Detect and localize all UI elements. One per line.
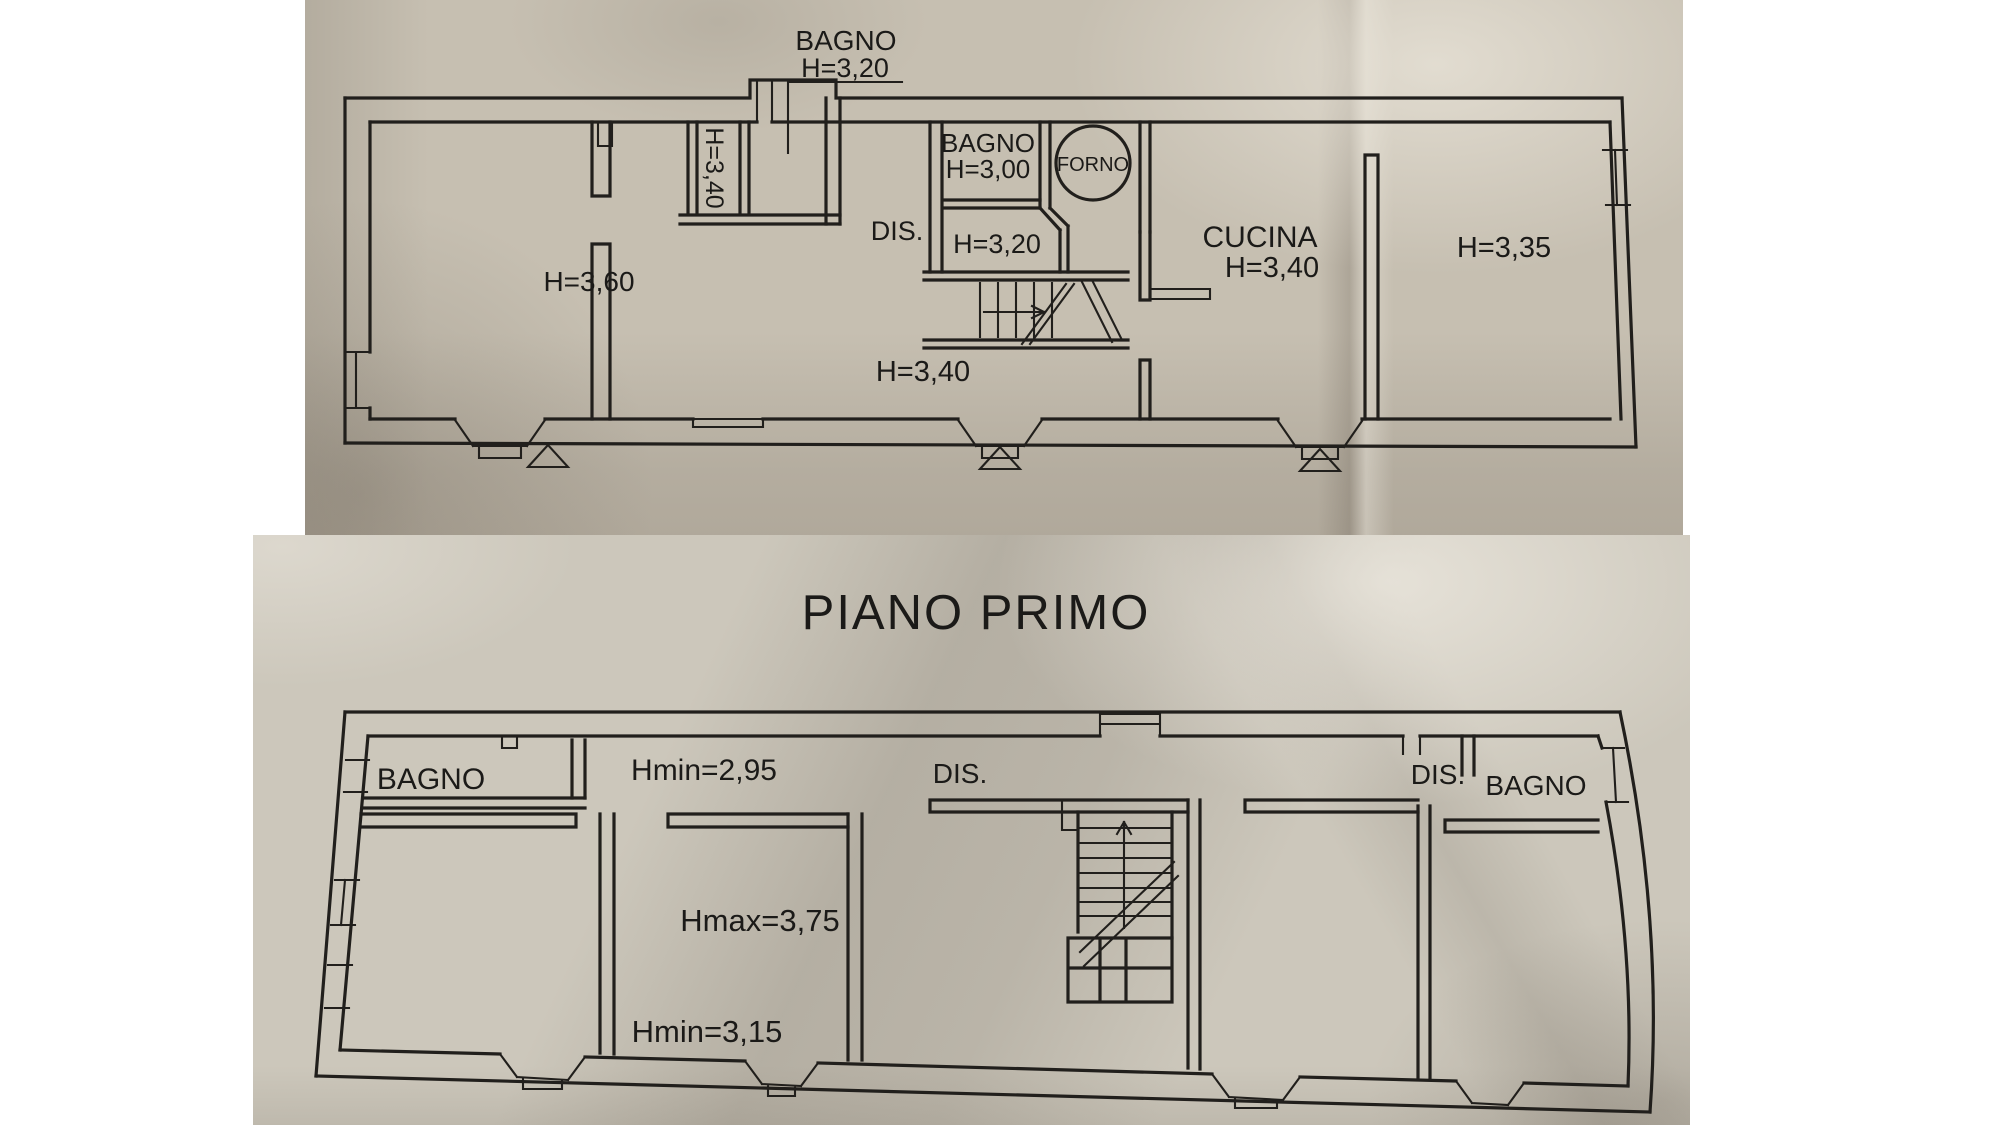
- right-window: [1601, 148, 1632, 207]
- label-right-room-height: H=3,35: [1457, 232, 1551, 264]
- label-room1-height: H=3,60: [543, 266, 634, 297]
- room1-right-wall: [590, 120, 612, 421]
- window-glazing: [691, 417, 765, 429]
- label-dis-2: DIS.: [1411, 759, 1465, 790]
- room3-top-wall: [1243, 798, 1420, 814]
- north-triangle-marker: [1297, 447, 1343, 473]
- left-room-top-wall: [359, 812, 578, 829]
- top-window: [1098, 712, 1162, 738]
- stair-treads: [978, 281, 1054, 339]
- bottom-windows: [453, 417, 1364, 473]
- room3-right-wall: [1416, 804, 1432, 1081]
- ground-floor-drawing: BAGNO H=3,20 H=3,40 H=3,60 DIS. BAGNO H=…: [343, 25, 1638, 473]
- interior-partitions: [590, 78, 1380, 421]
- label-cucina-height: H=3,40: [1225, 252, 1319, 284]
- wall-right: [1595, 710, 1655, 1114]
- north-triangle-marker: [977, 445, 1023, 471]
- bagno-left-door-jambs: [500, 736, 519, 750]
- bagno-left-bottom-wall: [361, 796, 587, 810]
- label-dis-1: DIS.: [933, 758, 987, 789]
- stair-direction-arrow: [1115, 820, 1133, 930]
- label-forno: FORNO: [1057, 154, 1129, 176]
- wall-left: [343, 96, 372, 445]
- wall-bottom-outer: [314, 1074, 1652, 1114]
- wall-left: [314, 710, 370, 1078]
- door-jamb: [596, 120, 614, 148]
- label-bagno-small: BAGNO: [941, 128, 1035, 158]
- window-trapezoid: [498, 1052, 587, 1091]
- cucina-door-leaf: [1150, 287, 1212, 301]
- stair-lower-flight: [1066, 936, 1174, 1004]
- dis2-divider-wall: [1460, 734, 1476, 777]
- label-corridor-hmin: Hmin=2,95: [631, 754, 777, 787]
- forno-room-walls: [1037, 120, 1152, 274]
- window-trapezoid: [1276, 419, 1364, 461]
- stair-stub: [1060, 798, 1080, 832]
- piano-primo-drawing: PIANO PRIMO: [314, 586, 1655, 1114]
- bathroom-door-jambs: [755, 78, 774, 124]
- stair-direction-arrow: [982, 304, 1046, 320]
- middle-room-top-wall: [666, 812, 850, 829]
- stair-cut-line: [1020, 282, 1076, 346]
- stair-hall-top-wall: [928, 798, 1190, 814]
- plan-title: PIANO PRIMO: [802, 586, 1151, 640]
- north-triangle-marker: [525, 443, 571, 469]
- middle-room-right-wall: [846, 812, 864, 1062]
- closet-walls: [678, 120, 842, 226]
- window-trapezoid: [1210, 1072, 1302, 1110]
- photo-ground-floor: BAGNO H=3,20 H=3,40 H=3,60 DIS. BAGNO H=…: [305, 0, 1683, 536]
- wall-right: [1608, 96, 1638, 449]
- label-bagno-right: BAGNO: [1485, 770, 1586, 801]
- bathroom-right-wall: [824, 96, 842, 226]
- window-trapezoid: [1454, 1079, 1526, 1107]
- stair-hall-right-wall: [1186, 798, 1202, 1071]
- label-closet-height: H=3,40: [700, 127, 728, 208]
- top-door-jambs: [1401, 734, 1422, 756]
- cucina-left-wall: [1138, 230, 1152, 421]
- corridor-and-bagno-left: [361, 736, 587, 810]
- callout-leader-line: [786, 80, 904, 155]
- bagno-small-walls: [928, 120, 1042, 274]
- staircase: [922, 270, 1130, 350]
- label-mid-room-height: H=3,20: [953, 229, 1041, 259]
- bagno-left-right-wall: [570, 738, 587, 800]
- bagno-right-bottom-wall: [1443, 818, 1600, 834]
- forno-circle: [1054, 124, 1132, 202]
- piano-primo-labels: BAGNO Hmin=2,95 DIS. DIS. BAGNO Hmax=3,7…: [377, 754, 1587, 1049]
- label-cucina: CUCINA: [1202, 221, 1317, 254]
- right-window: [1600, 746, 1630, 804]
- staircase: [1060, 798, 1180, 1004]
- left-window: [323, 758, 371, 1010]
- label-corridor-height: H=3,40: [876, 356, 970, 388]
- cucina-right-wall: [1363, 153, 1380, 421]
- window-trapezoid: [743, 1059, 820, 1098]
- label-dis: DIS.: [871, 216, 924, 246]
- left-room-right-wall: [598, 812, 616, 1056]
- wall-top-outer: [343, 78, 1624, 100]
- label-callout-bagno: BAGNO: [795, 25, 896, 56]
- label-room-hmax: Hmax=3,75: [680, 903, 839, 938]
- stair-cut-line: [1078, 860, 1180, 968]
- wall-bottom-inner: [338, 1048, 1630, 1088]
- window-trapezoid: [956, 418, 1044, 460]
- lower-rooms: [359, 734, 1600, 1081]
- exterior-walls: [314, 710, 1655, 1114]
- ground-floor-labels: BAGNO H=3,20 H=3,40 H=3,60 DIS. BAGNO H=…: [543, 25, 1551, 388]
- label-callout-height: H=3,20: [801, 53, 889, 83]
- label-bagno-left: BAGNO: [377, 763, 485, 796]
- left-window: [343, 350, 372, 410]
- bottom-windows: [498, 1052, 1526, 1110]
- stair-hatch: [1080, 278, 1124, 344]
- window-trapezoid: [453, 418, 547, 460]
- label-room-hmin: Hmin=3,15: [632, 1014, 783, 1049]
- photo-piano-primo: PIANO PRIMO: [253, 535, 1690, 1125]
- stair-rails: [922, 270, 1130, 350]
- exterior-walls: [343, 78, 1638, 449]
- label-bagno-small-height: H=3,00: [946, 154, 1031, 184]
